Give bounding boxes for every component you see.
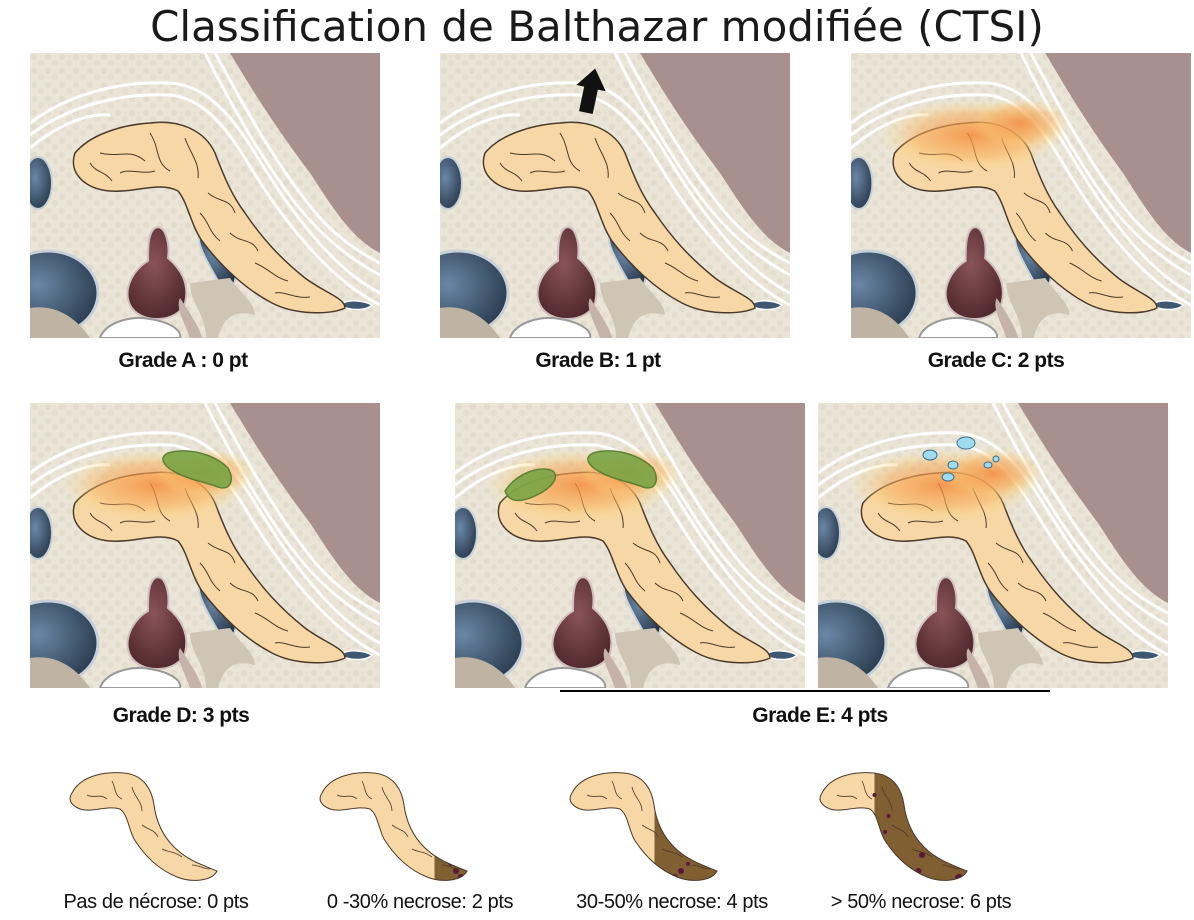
liver-shape: [230, 403, 380, 603]
necrosis-label-none: Pas de nécrose: 0 pts: [63, 891, 249, 913]
pancreas-shape: [72, 121, 346, 314]
grade-e-bracket-line: [560, 690, 1050, 692]
necrosis-region: [872, 772, 967, 881]
liver-shape: [640, 53, 790, 253]
fluid-collection-shape: [162, 450, 232, 489]
fluid-collection-shape: [587, 450, 657, 489]
necrosis-diagram-30-50: [569, 772, 718, 881]
necrosis-label-0-30: 0 -30% necrose: 2 pts: [326, 891, 514, 913]
grade-d-label: Grade D: 3 pts: [112, 704, 250, 727]
ct-panel-grade-a: [30, 53, 380, 338]
liver-shape: [230, 53, 380, 253]
arrow-icon: [576, 68, 606, 115]
liver-shape: [655, 403, 805, 603]
aorta-shape: [126, 226, 188, 320]
aorta-shape: [536, 226, 598, 320]
necrosis-region: [652, 772, 717, 881]
aorta-shape: [914, 576, 976, 670]
ct-panel-grade-e-collections: [455, 403, 805, 688]
gas-bubbles-icon: [922, 436, 1000, 482]
inflammation-overlay: [880, 98, 1070, 171]
necrosis-diagram-0-30: [319, 772, 468, 881]
ct-panel-grade-b: [440, 53, 790, 338]
aorta-shape: [126, 576, 188, 670]
necrosis-label-over-50: > 50% necrose: 6 pts: [830, 891, 1012, 913]
grade-a-label: Grade A : 0 pt: [118, 349, 248, 372]
liver-shape: [1045, 53, 1191, 253]
necrosis-label-30-50: 30-50% necrose: 4 pts: [576, 891, 768, 913]
ct-panel-grade-c: [851, 53, 1191, 338]
necrosis-region: [432, 772, 467, 881]
aorta-shape: [551, 576, 613, 670]
pancreas-shape: [482, 121, 756, 314]
necrosis-diagram-over-50: [819, 772, 968, 881]
aorta-shape: [944, 226, 1004, 320]
diagram-title: Classification de Balthazar modifiée (CT…: [150, 2, 1044, 51]
ct-panel-grade-e-gas: [818, 403, 1168, 688]
ct-panel-grade-d: [30, 403, 380, 688]
grade-b-label: Grade B: 1 pt: [535, 349, 661, 372]
fluid-collection-shape: [504, 468, 557, 502]
grade-c-label: Grade C: 2 pts: [927, 349, 1065, 372]
grade-e-label: Grade E: 4 pts: [752, 704, 888, 727]
liver-shape: [1018, 403, 1168, 603]
necrosis-diagram-none: [69, 772, 218, 881]
